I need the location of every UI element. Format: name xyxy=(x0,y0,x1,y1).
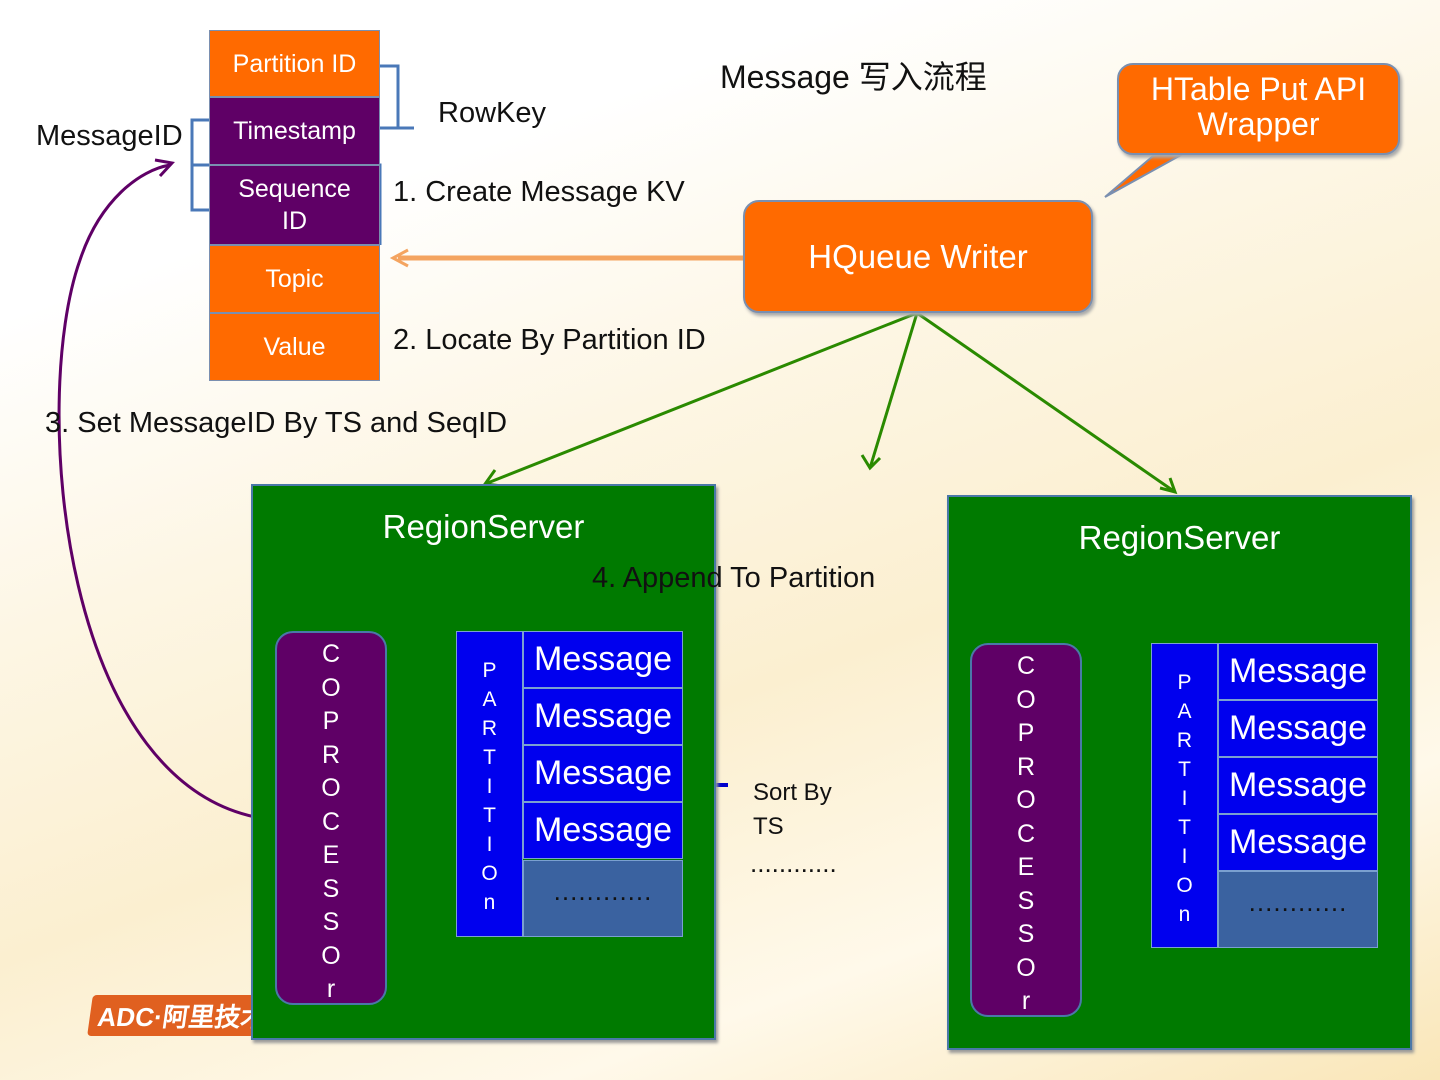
step1-label: 1. Create Message KV xyxy=(393,176,685,208)
adc-logo: ADC·阿里技术 xyxy=(87,995,278,1036)
page-title: Message 写入流程 xyxy=(720,59,987,95)
message-cell: Message xyxy=(1218,700,1378,757)
field-partition-id: Partition ID xyxy=(209,30,380,97)
rowkey-brace xyxy=(380,64,414,130)
more-messages: ............ xyxy=(1218,871,1378,948)
step4-label: 4. Append To Partition xyxy=(592,562,876,594)
message-cell: Message xyxy=(523,802,683,859)
field-topic: Topic xyxy=(209,245,380,313)
message-cell: Message xyxy=(523,745,683,802)
message-cell: Message xyxy=(1218,757,1378,814)
region-server-title: RegionServer xyxy=(382,508,585,545)
ellipsis-between-servers: ............ xyxy=(750,848,837,878)
messageid-label: MessageID xyxy=(36,120,183,152)
message-cell: Message xyxy=(1218,643,1378,700)
htable-callout: HTable Put API Wrapper xyxy=(1117,63,1400,155)
message-cell: Message xyxy=(523,688,683,745)
field-value: Value xyxy=(209,313,380,381)
hqueue-writer: HQueue Writer xyxy=(743,200,1093,313)
region-server-title: RegionServer xyxy=(1078,519,1281,556)
more-messages: ............ xyxy=(523,860,683,937)
callout-tail xyxy=(1104,149,1191,198)
sort-by-ts-label: Sort By TS xyxy=(753,779,832,840)
set-messageid-arrow xyxy=(57,158,276,822)
step2-label: 2. Locate By Partition ID xyxy=(393,324,706,356)
step3-label: 3. Set MessageID By TS and SeqID xyxy=(45,407,508,439)
field-timestamp: Timestamp xyxy=(209,97,380,165)
message-cell: Message xyxy=(1218,814,1378,871)
rowkey-label: RowKey xyxy=(438,97,546,129)
field-sequence-id: Sequence ID xyxy=(209,165,380,245)
arrowhead xyxy=(389,248,409,268)
message-cell: Message xyxy=(523,631,683,688)
